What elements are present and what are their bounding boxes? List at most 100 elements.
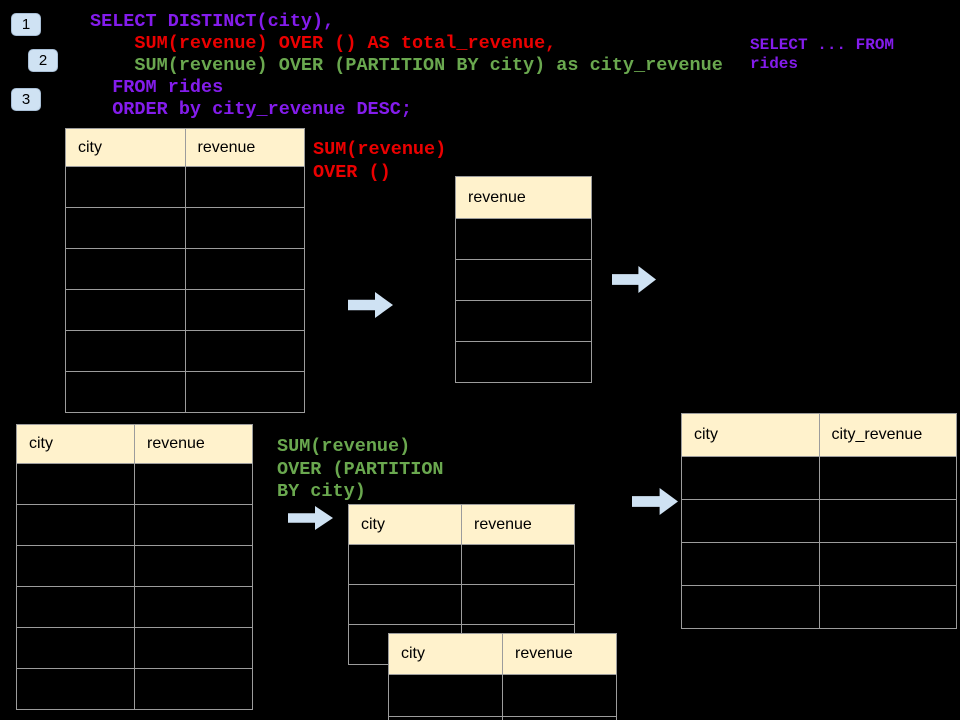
empty-cell — [818, 585, 957, 629]
empty-cell — [16, 463, 135, 505]
step-badge-1-label: 1 — [21, 16, 31, 33]
empty-cell — [455, 341, 592, 383]
code-line: SELECT DISTINCT(city), — [90, 11, 335, 32]
empty-row — [455, 300, 592, 342]
code-line: OVER () — [313, 162, 391, 183]
empty-row — [455, 259, 592, 301]
empty-cell — [134, 463, 253, 505]
empty-cell — [184, 207, 305, 249]
column-header-city: city — [16, 424, 135, 464]
empty-cell — [818, 456, 957, 500]
empty-cell — [134, 668, 253, 710]
code-line: SUM(revenue) OVER () AS total_revenue, — [90, 33, 557, 54]
empty-cell — [16, 668, 135, 710]
empty-cell — [134, 545, 253, 587]
empty-row — [65, 248, 305, 290]
empty-cell — [16, 504, 135, 546]
step-badge-3-label: 3 — [21, 91, 31, 108]
empty-row — [16, 586, 253, 628]
empty-cell — [65, 330, 186, 372]
empty-cell — [388, 674, 503, 717]
empty-cell — [65, 289, 186, 331]
empty-row — [65, 207, 305, 249]
empty-row — [16, 463, 253, 505]
empty-row — [455, 341, 592, 383]
column-header-revenue: revenue — [134, 424, 253, 464]
header-row: revenue — [455, 176, 592, 219]
empty-cell — [455, 300, 592, 342]
empty-cell — [681, 499, 820, 543]
empty-cell — [184, 248, 305, 290]
empty-row — [348, 544, 575, 585]
column-header-revenue: revenue — [502, 633, 617, 675]
empty-cell — [818, 542, 957, 586]
empty-row — [65, 371, 305, 413]
empty-row — [16, 545, 253, 587]
empty-cell — [681, 585, 820, 629]
step-badge-1: 1 — [11, 13, 41, 36]
empty-row — [348, 584, 575, 625]
empty-cell — [65, 371, 186, 413]
empty-cell — [681, 542, 820, 586]
empty-cell — [461, 544, 575, 585]
empty-row — [388, 716, 617, 720]
empty-cell — [502, 674, 617, 717]
code-line: SUM(revenue) — [313, 139, 447, 160]
code-line: OVER (PARTITION — [277, 458, 444, 480]
empty-row — [16, 668, 253, 710]
sql-query-code: SELECT DISTINCT(city), SUM(revenue) OVER… — [90, 11, 723, 121]
code-line: SUM(revenue) — [277, 436, 411, 457]
empty-cell — [455, 218, 592, 260]
empty-cell — [184, 371, 305, 413]
empty-cell — [65, 207, 186, 249]
empty-row — [681, 542, 957, 586]
column-header-city: city — [348, 504, 462, 545]
empty-cell — [184, 330, 305, 372]
empty-cell — [818, 499, 957, 543]
empty-cell — [65, 248, 186, 290]
empty-row — [681, 585, 957, 629]
code-line: SELECT ... FROM — [750, 36, 895, 54]
empty-row — [65, 289, 305, 331]
column-header-city: city — [388, 633, 503, 675]
column-header-city: city — [681, 413, 820, 457]
right-arrow-icon-partition-step — [288, 506, 333, 530]
empty-cell — [65, 166, 186, 208]
empty-row — [388, 674, 617, 717]
code-line: FROM rides — [90, 77, 224, 98]
right-arrow-icon-partition-out — [632, 488, 678, 515]
empty-cell — [134, 627, 253, 669]
column-header-revenue: revenue — [461, 504, 575, 545]
code-line: SUM(revenue) OVER (PARTITION BY city) as… — [90, 55, 723, 76]
empty-row — [65, 166, 305, 208]
code-line: BY city) — [277, 481, 366, 502]
right-arrow-icon-total-out — [612, 266, 656, 293]
empty-cell — [388, 716, 503, 720]
empty-cell — [184, 166, 305, 208]
column-header-city_revenue: city_revenue — [818, 413, 957, 457]
empty-cell — [348, 584, 462, 625]
total-revenue-result-table: revenue — [455, 176, 592, 383]
empty-cell — [502, 716, 617, 720]
empty-cell — [16, 545, 135, 587]
empty-cell — [184, 289, 305, 331]
empty-row — [16, 627, 253, 669]
empty-row — [681, 456, 957, 500]
empty-cell — [348, 544, 462, 585]
empty-row — [455, 218, 592, 260]
step-badge-3: 3 — [11, 88, 41, 111]
empty-cell — [134, 504, 253, 546]
step-badge-2-label: 2 — [38, 52, 48, 69]
empty-cell — [134, 586, 253, 628]
